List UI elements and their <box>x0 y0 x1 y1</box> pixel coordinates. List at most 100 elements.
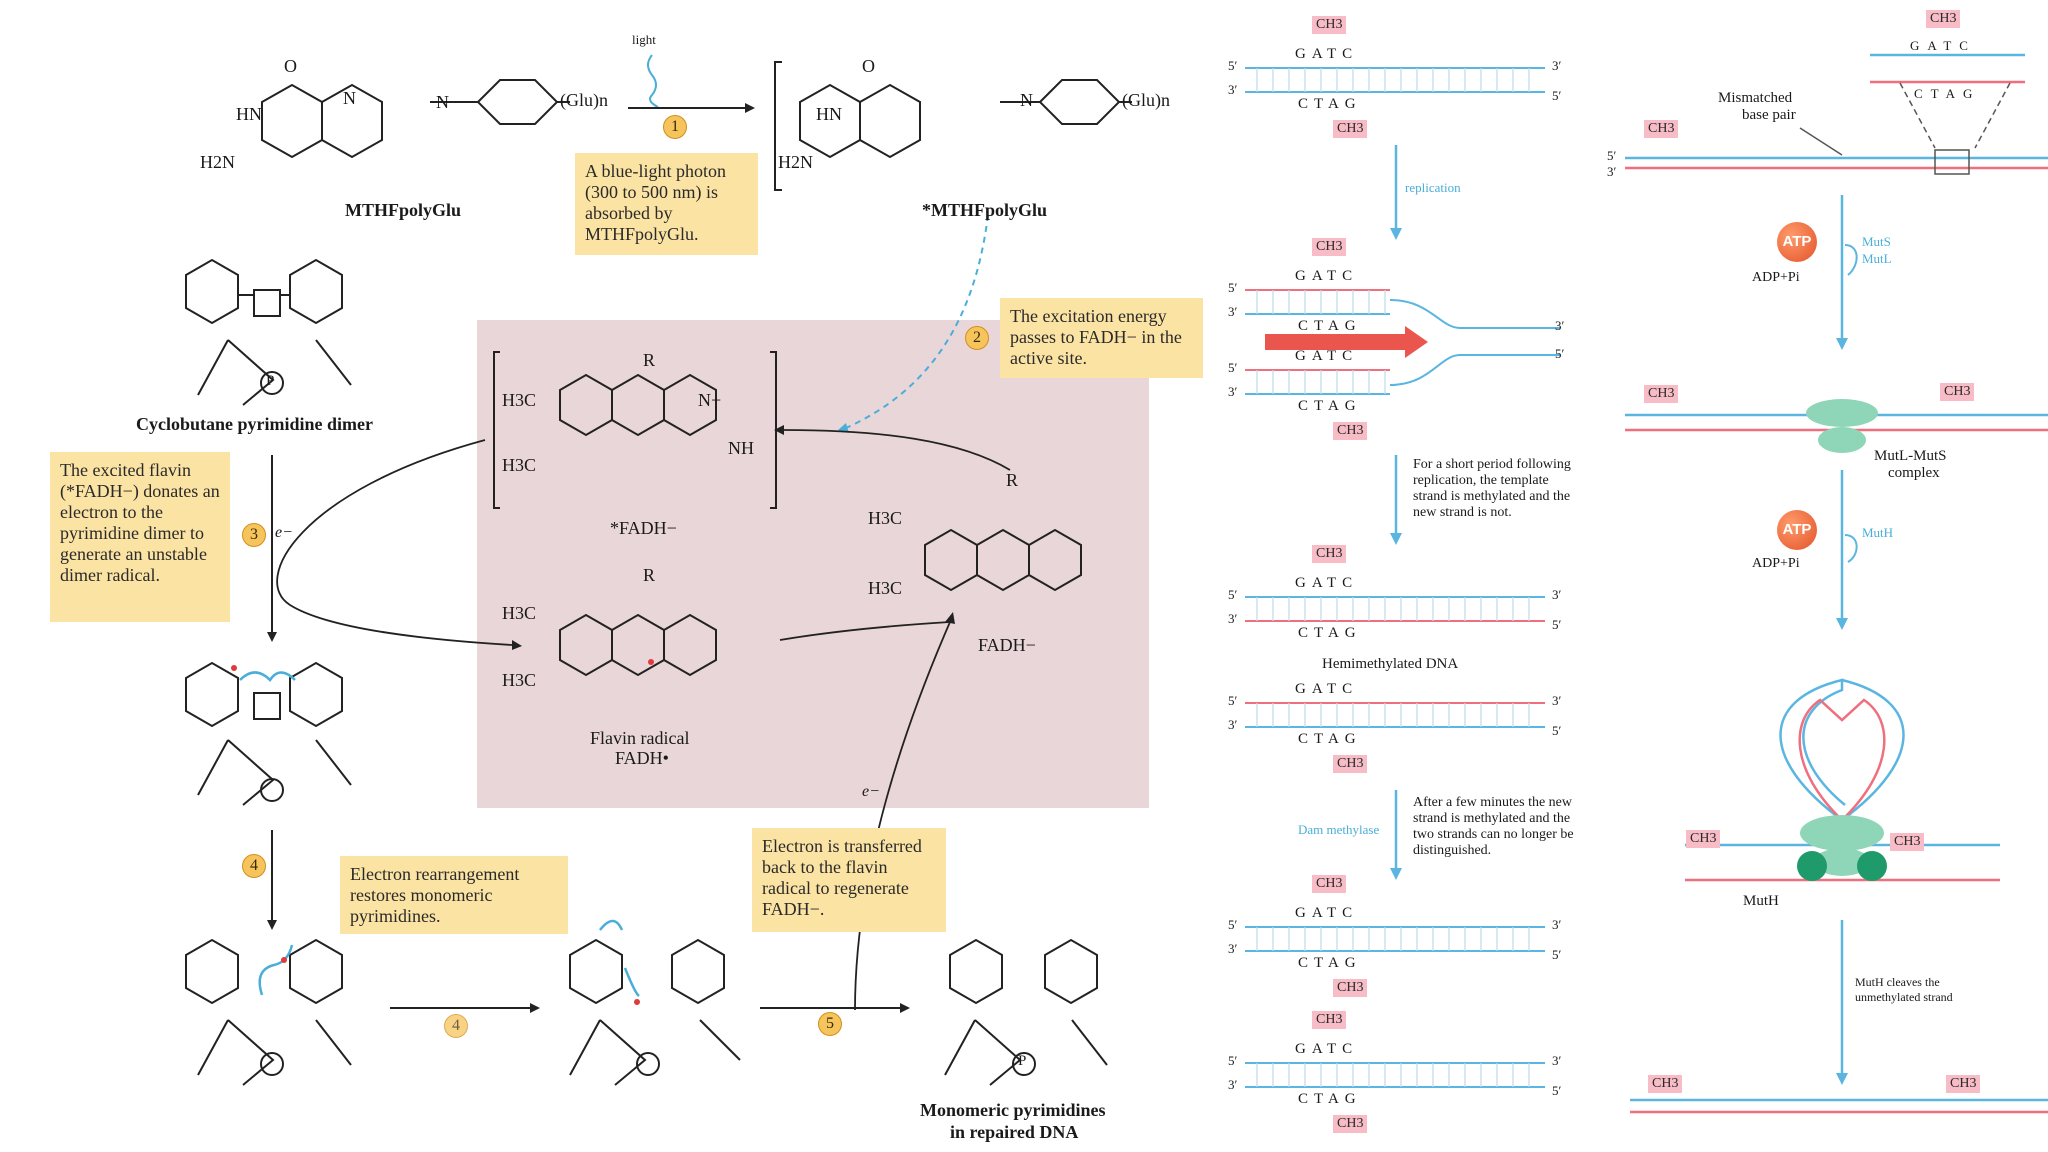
right-5prime: 5′ <box>1607 148 1617 163</box>
mthf-label: MTHFpolyGlu <box>345 200 462 220</box>
dna-bottom-seq: CTAG <box>1298 1091 1362 1107</box>
dna-5prime-left: 5′ <box>1228 693 1238 708</box>
flavin-radical-structure <box>559 613 717 677</box>
atp-2: ATP <box>1777 510 1817 550</box>
dna-ch3-bottom: CH3 <box>1333 120 1368 138</box>
hemimethylated-label: Hemimethylated DNA <box>1322 656 1459 672</box>
mutl-muts-label-2: complex <box>1888 465 1940 481</box>
dna-bottom-seq: CTAG <box>1298 955 1362 971</box>
dna-3prime-left: 3′ <box>1228 717 1238 732</box>
dna-3prime-left: 3′ <box>1228 611 1238 626</box>
mismatched-label-1: Mismatched <box>1718 90 1793 106</box>
muth-label: MutH <box>1743 893 1779 909</box>
dna-3prime-right: 3′ <box>1552 1053 1562 1068</box>
dna-5prime-right: 5′ <box>1552 88 1562 103</box>
right-bottom-seq: CTAG <box>1914 86 1981 101</box>
r-3: R <box>1006 470 1019 490</box>
dna-top-seq: GATC <box>1295 46 1359 62</box>
intermediate-curl <box>599 919 640 997</box>
regenerate-arrow <box>779 621 951 641</box>
note-transfer: Electron is transferred back to the flav… <box>752 828 946 932</box>
dna-bottom-seq: CTAG <box>1298 731 1362 747</box>
step-5-badge: 5 <box>818 1012 842 1036</box>
muth-cleaves-1: MutH cleaves the <box>1855 975 1940 989</box>
dna-5prime-left: 5′ <box>1228 360 1238 375</box>
fadh-to-excited-arrow <box>783 429 1011 471</box>
electron-donation-arc <box>276 439 513 646</box>
h2n-label-1: H2N <box>200 152 235 172</box>
dna-5prime-right: 5′ <box>1552 947 1562 962</box>
dna-3prime-left: 3′ <box>1228 304 1238 319</box>
h3c-2: H3C <box>502 455 537 475</box>
step-2-badge: 2 <box>965 326 989 350</box>
note-short-period: For a short period following replication… <box>1413 457 1571 520</box>
dna-3prime-left: 3′ <box>1228 82 1238 97</box>
replication-fork-arrow <box>1265 326 1428 358</box>
nminus-1: N− <box>698 390 722 410</box>
dna-top-seq: GATC <box>1295 1041 1359 1057</box>
dna-bottom-seq: CTAG <box>1298 398 1362 414</box>
right-ch3-4: CH3 <box>1940 383 1975 401</box>
muts-label: MutS <box>1862 234 1891 249</box>
step-4-badge: 4 <box>242 854 266 878</box>
dna-5prime-right: 5′ <box>1552 1083 1562 1098</box>
electron-return-arc <box>854 621 951 1011</box>
r-2: R <box>643 565 656 585</box>
mismatched-label-2: base pair <box>1742 107 1796 123</box>
opened-dimer <box>185 938 352 1086</box>
hn-label-1: HN <box>236 104 262 124</box>
fork-5prime: 5′ <box>1555 346 1565 361</box>
monomer-pair-intermediate <box>569 938 741 1086</box>
h3c-5: H3C <box>868 508 903 528</box>
right-ch3-3: CH3 <box>1644 385 1679 403</box>
mutl-label: MutL <box>1862 251 1892 266</box>
dna-5prime-left: 5′ <box>1228 280 1238 295</box>
pyrimidine-dimer <box>185 258 352 406</box>
nh-1: NH <box>728 438 754 458</box>
dam-methylase-label: Dam methylase <box>1298 822 1380 837</box>
right-ch3-1: CH3 <box>1926 10 1961 28</box>
dna-3prime-left: 3′ <box>1228 941 1238 956</box>
dna-ch3-top: CH3 <box>1312 238 1347 256</box>
dna-3prime-right: 3′ <box>1552 693 1562 708</box>
right-top-seq: GATC <box>1910 38 1976 53</box>
dna-3prime-left: 3′ <box>1228 384 1238 399</box>
muth-left <box>1797 851 1827 881</box>
excitation-path <box>845 214 989 429</box>
glu-label-2: (Glu)n <box>1122 90 1170 110</box>
dna-loop <box>1779 678 1905 822</box>
n-label-2: N <box>436 92 449 112</box>
middle-dna-group <box>1245 67 1560 1088</box>
step-4b-badge: 4 <box>444 1014 468 1038</box>
dna-top-seq: GATC <box>1295 575 1359 591</box>
monomeric-pyrimidines <box>944 938 1108 1086</box>
muth-cleaves-2: unmethylated strand <box>1855 990 1953 1004</box>
mthf-excited-label: *MTHFpolyGlu <box>922 200 1048 220</box>
note-few-minutes: After a few minutes the new strand is me… <box>1413 795 1574 858</box>
right-ch3-5: CH3 <box>1686 830 1721 848</box>
fork-3prime: 3′ <box>1555 318 1565 333</box>
h3c-4: H3C <box>502 670 537 690</box>
fadh-label: FADH− <box>978 635 1036 655</box>
note-excitation: The excitation energy passes to FADH− in… <box>1000 298 1203 378</box>
h2n-label-2: H2N <box>778 152 813 172</box>
dna-5prime-left: 5′ <box>1228 1053 1238 1068</box>
repaired-label-2: in repaired DNA <box>950 1122 1079 1142</box>
dna-top-seq: GATC <box>1295 681 1359 697</box>
note-photon: A blue-light photon (300 to 500 nm) is a… <box>575 153 758 255</box>
h3c-1: H3C <box>502 390 537 410</box>
n-label-1: N <box>343 88 356 108</box>
flavin-radical-label-2: FADH• <box>615 748 669 768</box>
dna-top-seq: GATC <box>1295 905 1359 921</box>
dna-5prime-right: 5′ <box>1552 723 1562 738</box>
note-rearrangement: Electron rearrangement restores monomeri… <box>340 856 568 934</box>
dna-ch3-top: CH3 <box>1312 1011 1347 1029</box>
electron-label-1: e− <box>275 524 293 541</box>
dna-5prime-left: 5′ <box>1228 587 1238 602</box>
r-1: R <box>643 350 656 370</box>
mthf-structure <box>261 79 570 159</box>
right-3prime: 3′ <box>1607 164 1617 179</box>
hn-label-2: HN <box>816 104 842 124</box>
note-excited-flavin: The excited flavin (*FADH−) donates an e… <box>50 452 230 622</box>
